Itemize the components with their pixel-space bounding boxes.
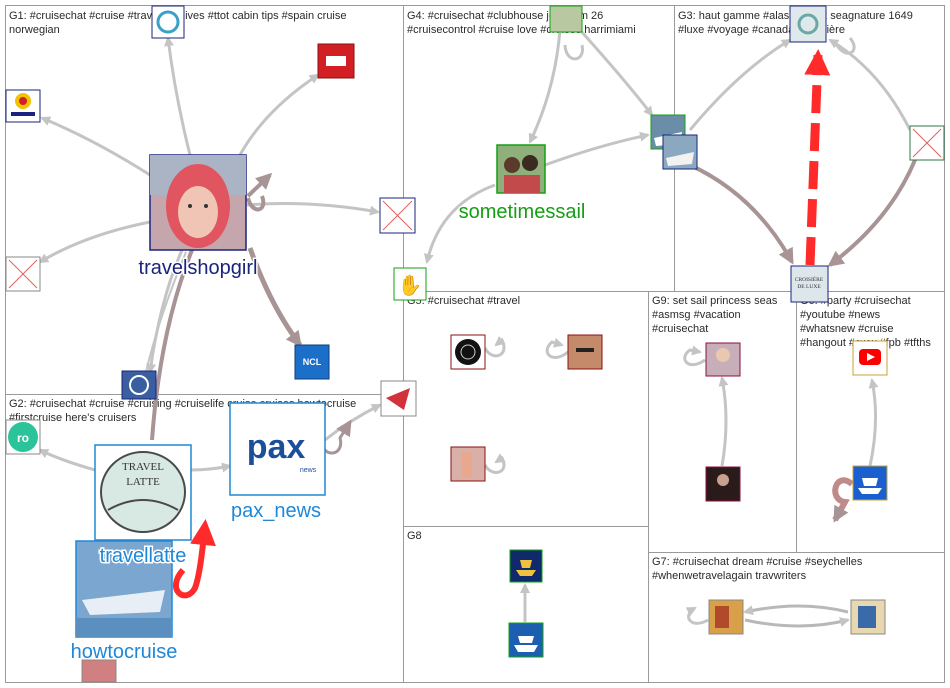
node-cruise-logo[interactable] (121, 370, 157, 400)
label-travellatte: travellatte (100, 545, 187, 567)
edge (423, 183, 496, 264)
edge (744, 617, 850, 628)
node-clubhouse[interactable] (549, 5, 583, 33)
group-label-g7: G7: #cruisechat dream #cruise #seychelle… (652, 556, 863, 582)
edge (528, 29, 562, 144)
edge (246, 202, 380, 216)
edge (827, 159, 917, 267)
svg-text:CROISIÈRE: CROISIÈRE (795, 275, 824, 283)
group-label-g8: G8 (407, 530, 422, 542)
node-howtocruise[interactable] (75, 540, 173, 638)
node-sometimessail[interactable] (496, 144, 546, 194)
node-dark-logo[interactable] (450, 334, 486, 370)
edge (164, 36, 192, 156)
node-magazine[interactable] (850, 599, 886, 635)
node-royal-caribbean[interactable] (509, 549, 543, 583)
label-sometimessail: sometimessail (459, 201, 586, 223)
edge-self-loop (483, 336, 506, 358)
node-ro[interactable]: ro (5, 419, 41, 455)
label-howtocruise: howtocruise (71, 641, 178, 663)
node-cruise-ship-icon[interactable] (508, 622, 544, 658)
node-missing-image[interactable] (909, 125, 945, 161)
edge-self-loop (683, 345, 706, 367)
node-ncl[interactable]: NCL (294, 344, 330, 380)
edge (145, 251, 187, 373)
edge (40, 116, 151, 177)
node-youtube[interactable] (852, 340, 888, 376)
nodes: NCL ro TRAVEL LATTE pax news (5, 5, 945, 683)
node-travelshopgirl[interactable] (149, 154, 247, 251)
node-woman-dark[interactable] (705, 466, 741, 502)
node-ship-app[interactable] (852, 465, 888, 501)
edge-self-loop (545, 337, 569, 359)
node-man-glasses[interactable] (567, 334, 603, 370)
edge (743, 604, 849, 616)
edge-self-loop (833, 37, 856, 55)
node-ship-photo[interactable] (662, 134, 698, 170)
edge-red (804, 49, 831, 266)
edge (868, 378, 879, 467)
node-croisiere-de-luxe[interactable]: CROISIÈRE DE LUXE (790, 265, 829, 303)
node-cruise-archive[interactable] (151, 5, 185, 39)
node-person[interactable] (81, 659, 117, 683)
edge (578, 28, 654, 117)
edge (828, 38, 912, 131)
node-travel-writer[interactable] (708, 599, 744, 635)
edge (688, 38, 792, 131)
edge-self-loop (563, 44, 584, 61)
svg-text:NCL: NCL (303, 357, 322, 367)
edges (38, 28, 917, 628)
edge (544, 131, 650, 167)
svg-text:ro: ro (17, 431, 29, 445)
node-missing-image[interactable] (379, 197, 416, 234)
edge (238, 73, 320, 156)
edge (189, 462, 232, 473)
edge (718, 376, 729, 467)
edge-self-loop (483, 453, 506, 474)
svg-text:pax: pax (247, 428, 306, 466)
node-seagnature[interactable] (789, 5, 827, 43)
node-ship[interactable] (380, 380, 417, 417)
label-travelshopgirl: travelshopgirl (139, 257, 258, 279)
node-labels: travelshopgirl sometimessail pax_news tr… (69, 200, 587, 665)
node-red-logo[interactable] (317, 43, 355, 79)
svg-text:✋: ✋ (398, 273, 423, 297)
edge-self-loop (246, 195, 266, 212)
edge (38, 220, 151, 264)
group-label-g5: G5: #cruisechat #travel (407, 295, 520, 307)
node-pax-news[interactable]: pax news (229, 402, 326, 496)
node-missing-image[interactable] (5, 256, 41, 292)
edge-self-loop (246, 172, 273, 198)
label-pax-news: pax_news (231, 500, 321, 522)
edge (38, 448, 96, 472)
node-waving-hand[interactable]: ✋ (393, 267, 427, 301)
edge (324, 403, 382, 442)
edge (150, 249, 194, 441)
svg-text:DE LUXE: DE LUXE (797, 284, 821, 290)
edge (689, 163, 794, 265)
edge (247, 247, 303, 348)
node-woman-sunglasses[interactable] (705, 342, 741, 377)
node-travellatte[interactable]: TRAVEL LATTE (94, 444, 192, 541)
group-box-g5 (403, 291, 649, 527)
edge-self-loop (832, 477, 854, 523)
svg-text:news: news (300, 467, 317, 474)
group-box-g7 (648, 552, 945, 683)
edge-red (173, 519, 216, 599)
svg-text:TRAVEL: TRAVEL (122, 461, 164, 473)
group-label-g4: G4: #cruisechat #clubhouse join 4pm 26#c… (407, 10, 636, 36)
edge-self-loop (685, 606, 709, 625)
node-costa[interactable] (5, 89, 41, 123)
svg-text:LATTE: LATTE (126, 476, 160, 488)
edge (146, 249, 184, 374)
group-label-g9: G9: set sail princess seas#asmsg #vacati… (652, 295, 778, 335)
node-woman-dress[interactable] (450, 446, 486, 482)
